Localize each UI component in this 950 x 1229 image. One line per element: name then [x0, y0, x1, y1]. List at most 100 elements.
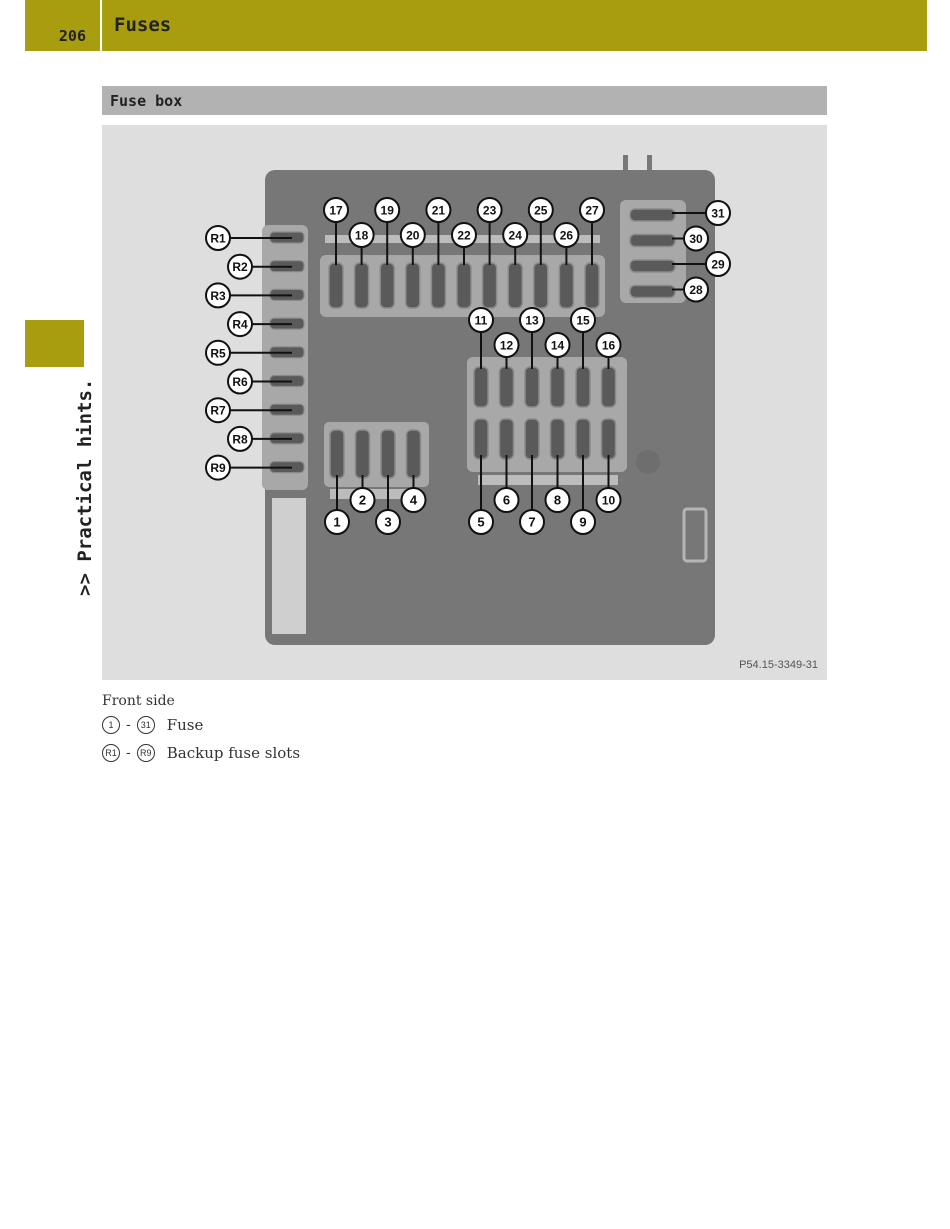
fuse — [473, 418, 489, 460]
callout-label: 20 — [406, 229, 420, 243]
callout-label: R7 — [210, 404, 226, 418]
chapter-label: >> Practical hints. — [74, 378, 96, 596]
callout-label: 13 — [525, 314, 539, 328]
fuse — [575, 366, 591, 408]
legend-row-backup: R1 - R9 Backup fuse slots — [102, 742, 300, 764]
side-label-plate — [272, 498, 306, 634]
fuse — [328, 262, 344, 309]
fuse — [473, 366, 489, 408]
callout-circle — [349, 487, 376, 513]
callout-circle — [227, 425, 253, 452]
callout-circle — [683, 276, 709, 303]
callout-label: 30 — [689, 232, 703, 246]
fuse — [600, 418, 617, 460]
callout-label: R6 — [232, 375, 248, 389]
legend-dash: - — [126, 745, 131, 761]
callout-circle — [705, 200, 731, 226]
housing-tab — [623, 155, 628, 175]
fuse — [549, 418, 566, 460]
callout-label: 10 — [602, 494, 616, 508]
callout-circle — [519, 307, 545, 333]
bottom-left-rail — [330, 489, 420, 499]
callout-label: 9 — [579, 515, 586, 530]
page-title: Fuses — [114, 14, 172, 36]
fuse — [405, 262, 421, 309]
callout-label: 22 — [457, 229, 471, 243]
callout-circle — [205, 454, 231, 481]
bottom-left-fuse-frame — [324, 422, 429, 487]
callout-circle — [493, 332, 520, 358]
callout-circle — [348, 222, 375, 248]
fuse — [629, 284, 676, 299]
callout-label: 18 — [355, 229, 369, 243]
callout-label: R4 — [232, 318, 248, 332]
callout-circle — [595, 487, 622, 513]
callout-circle — [553, 222, 580, 248]
callout-circle — [527, 197, 554, 223]
connector-outline — [682, 507, 708, 563]
fuse — [575, 418, 591, 460]
callout-label: R8 — [232, 432, 248, 446]
callout-label: 14 — [551, 339, 565, 353]
callout-label: 5 — [477, 515, 484, 530]
callout-label: 11 — [475, 314, 488, 328]
callout-label: R2 — [232, 260, 248, 274]
fuse — [430, 262, 447, 309]
callout-label: 29 — [711, 258, 725, 272]
fuse — [405, 429, 422, 479]
callout-label: 17 — [329, 204, 343, 218]
fuse — [549, 366, 566, 408]
header-divider — [100, 0, 102, 51]
callout-label: 25 — [534, 204, 548, 218]
callout-circle — [519, 509, 545, 535]
callout-circle — [544, 332, 571, 358]
legend-text: Fuse — [166, 716, 204, 734]
callout-circle — [205, 225, 231, 251]
callout-circle — [451, 222, 477, 248]
callout-circle — [425, 197, 452, 223]
chapter-tab — [25, 320, 84, 367]
legend-dash: - — [126, 717, 131, 733]
fuse — [498, 418, 515, 460]
callout-label: 27 — [585, 204, 599, 218]
callout-circle — [544, 487, 571, 513]
callout-label: 16 — [602, 339, 616, 353]
callout-circle — [468, 307, 494, 333]
callout-circle — [399, 222, 426, 248]
section-heading-bar: Fuse box — [102, 86, 827, 115]
callout-circle — [705, 251, 731, 277]
housing-tab — [647, 155, 652, 175]
callout-circle — [324, 509, 350, 535]
bottom-right-rail — [478, 475, 618, 485]
callout-label: 31 — [711, 207, 725, 221]
callout-circle — [227, 311, 253, 338]
callout-circle — [205, 339, 231, 366]
page-number: 206 — [58, 27, 86, 45]
callout-circle — [493, 487, 520, 513]
fuse — [329, 429, 345, 479]
callout-circle — [579, 197, 605, 223]
callout-label: 23 — [483, 204, 497, 218]
legend-text: Backup fuse slots — [166, 744, 301, 762]
fuse — [629, 259, 676, 273]
callout-circle — [476, 197, 503, 223]
callout-circle — [595, 332, 622, 358]
callout-circle — [374, 197, 401, 223]
fuse — [629, 233, 676, 248]
fuse — [584, 262, 600, 309]
fuse — [558, 262, 575, 309]
callout-circle — [683, 225, 709, 252]
fuse — [600, 366, 617, 408]
callout-label: R1 — [210, 232, 226, 246]
figure-reference: P54.15-3349-31 — [739, 659, 818, 671]
callout-label: R5 — [210, 346, 226, 360]
callout-label: R9 — [210, 461, 226, 475]
callout-label: 3 — [384, 515, 391, 530]
callout-circle — [570, 307, 596, 333]
callout-label: 24 — [509, 229, 523, 243]
fuse — [481, 262, 498, 309]
callout-label: 6 — [503, 493, 510, 508]
callout-label: 7 — [528, 515, 535, 530]
fuse — [498, 366, 515, 408]
